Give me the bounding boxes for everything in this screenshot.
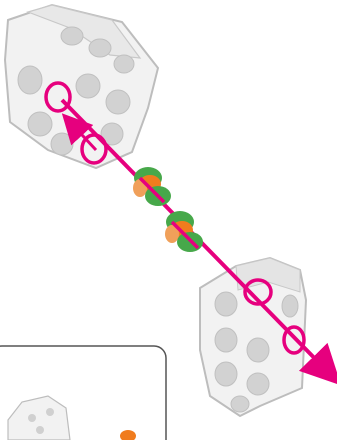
spacer-bushing-2 bbox=[165, 211, 203, 252]
preview-inset bbox=[0, 346, 166, 440]
spacer-bushing-1 bbox=[133, 167, 171, 206]
